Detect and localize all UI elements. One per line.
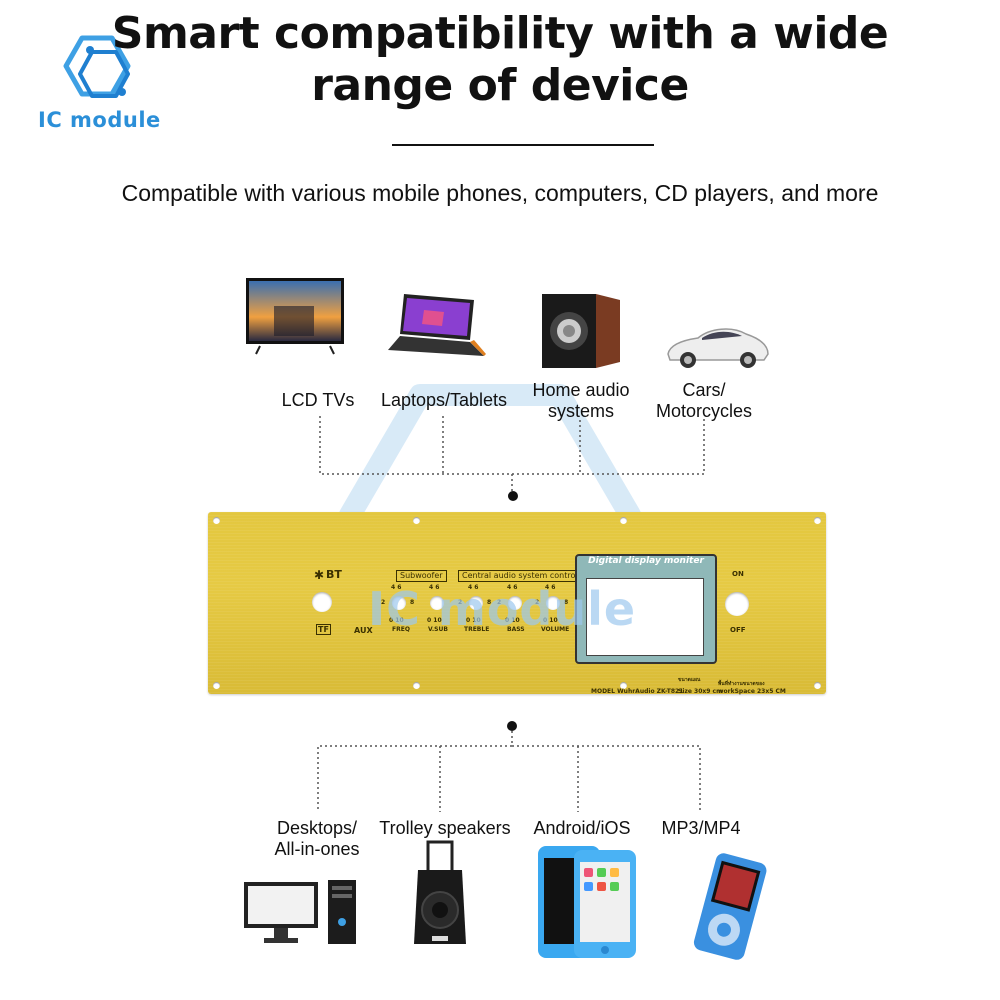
label-trolley-speakers: Trolley speakers [379, 818, 511, 838]
label-cars-motorcycles: Cars/ Motorcycles [640, 380, 768, 422]
desktop-icon [244, 880, 356, 944]
watermark-text: IC module [368, 582, 637, 636]
scale-mid-left: 2 [381, 599, 386, 606]
bt-jack-hole[interactable] [312, 592, 332, 612]
bt-label: BT [326, 568, 342, 581]
screw-hole [814, 517, 821, 524]
label-lcd-tvs: LCD TVs [281, 390, 355, 410]
scale-mid-right: 8 [487, 599, 492, 606]
car-icon [667, 328, 769, 368]
knob-label-freq: FREQ [392, 626, 410, 633]
screw-hole [620, 517, 627, 524]
scale-mid-right: 8 [564, 599, 569, 606]
page-subtitle: Compatible with various mobile phones, c… [121, 180, 879, 206]
knob-label-bass: BASS [507, 626, 525, 633]
brand-name: IC module [38, 108, 161, 132]
knob-hole-freq[interactable] [392, 596, 406, 610]
scale-top: 4 6 [507, 584, 518, 591]
label-laptops-tablets: Laptops/Tablets [380, 390, 508, 410]
label-line: Cars/ [682, 380, 726, 400]
on-label: ON [732, 570, 744, 578]
workspace-label: workSpace 23x5 CM [718, 688, 786, 695]
label-desktops: Desktops/ All-in-ones [258, 818, 376, 860]
laptop-icon [388, 294, 486, 356]
screw-hole [814, 682, 821, 689]
central-control-box: Central audio system control [458, 570, 582, 582]
phone-icon [538, 846, 636, 958]
amplifier-front-panel: ✱ BT TF AUX Subwoofer Central audio syst… [208, 512, 826, 695]
knob-hole-volume[interactable] [546, 596, 560, 610]
knob-hole-bass[interactable] [508, 596, 522, 610]
tf-label: TF [316, 624, 331, 635]
scale-top: 4 6 [391, 584, 402, 591]
knob-label-treble: TREBLE [464, 626, 490, 633]
scale-mid-left: 2 [458, 599, 463, 606]
tv-icon [246, 278, 344, 355]
scale-bottom: 0 10 [505, 617, 520, 624]
subwoofer-box: Subwoofer [396, 570, 447, 582]
bluetooth-icon: ✱ [314, 568, 325, 582]
scale-mid-left: 2 [497, 599, 502, 606]
trolley-speaker-icon [414, 840, 466, 944]
mp3-player-icon [693, 853, 767, 960]
knob-label-vsub: V.SUB [428, 626, 448, 633]
label-line: Home audio [532, 380, 630, 400]
model-label: MODEL WuhrAudio ZK-T821 [591, 688, 684, 695]
screw-hole [413, 682, 420, 689]
ic-module-logo-icon [63, 35, 131, 98]
label-line: systems [547, 401, 614, 421]
knob-hole-treble[interactable] [469, 596, 483, 610]
scale-bottom: 0 10 [389, 617, 404, 624]
knob-hole-vsub[interactable] [430, 596, 444, 610]
page-title-line-2: range of device [311, 60, 689, 111]
size-label: Size 30x9 cm [678, 688, 723, 695]
scale-bottom: 0 10 [427, 617, 442, 624]
off-label: OFF [730, 626, 746, 634]
scale-top: 4 6 [545, 584, 556, 591]
screw-hole [213, 517, 220, 524]
thai-size-label: ขนาดแผน [678, 677, 701, 683]
scale-top: 4 6 [468, 584, 479, 591]
thai-work-label: พื้นที่ทำงานขนาดของ [718, 681, 765, 687]
scale-top: 4 6 [429, 584, 440, 591]
display-window [586, 578, 704, 656]
scale-bottom: 0 10 [543, 617, 558, 624]
label-line: Motorcycles [655, 401, 753, 421]
label-line: All-in-ones [274, 839, 360, 859]
display-title: Digital display moniter [588, 556, 704, 566]
label-android-ios: Android/iOS [533, 818, 631, 838]
label-mp3-mp4: MP3/MP4 [661, 818, 741, 838]
title-divider [392, 144, 654, 146]
scale-bottom: 0 10 [466, 617, 481, 624]
page-title-line-1: Smart compatibility with a wide [111, 8, 889, 59]
screw-hole [620, 682, 627, 689]
scale-mid-right: 8 [410, 599, 415, 606]
screw-hole [213, 682, 220, 689]
speaker-icon [542, 294, 620, 368]
label-home-audio: Home audio systems [522, 380, 640, 422]
scale-mid-left: 2 [535, 599, 540, 606]
knob-label-volume: VOLUME [541, 626, 570, 633]
screw-hole [413, 517, 420, 524]
aux-label: AUX [354, 626, 373, 635]
label-line: Desktops/ [276, 818, 358, 838]
page-title: Smart compatibility with a wide range of… [90, 8, 910, 112]
power-switch-hole[interactable] [725, 592, 749, 616]
